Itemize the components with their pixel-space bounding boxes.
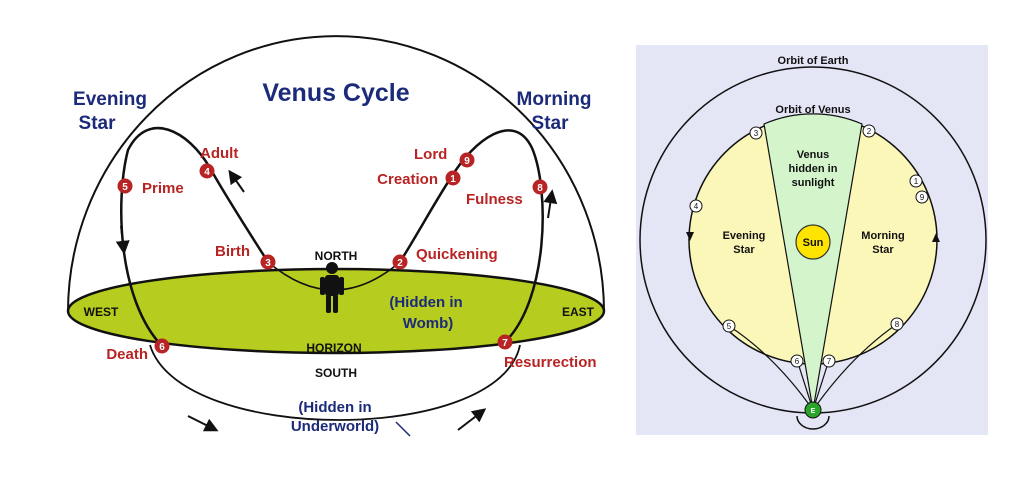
svg-text:8: 8 [537, 183, 543, 194]
stage-label: Creation [377, 171, 438, 188]
orbit-point-5: 5 [722, 319, 736, 333]
svg-text:6: 6 [795, 357, 800, 366]
evening-star-label: Star [79, 113, 117, 134]
evening-star-label: Star [733, 244, 755, 256]
evening-loop [120, 126, 270, 347]
stage-label: Adult [200, 145, 238, 162]
stage-label: Prime [142, 180, 184, 197]
hidden-sunlight-label: hidden in [789, 163, 838, 175]
hidden-underworld-label: (Hidden in [298, 399, 371, 416]
morning-loop [398, 129, 544, 343]
morning-star-label: Morning [861, 230, 904, 242]
sightlines [728, 323, 898, 411]
orbit-point-3: 3 [749, 126, 763, 140]
stage-4: 4 Adult [199, 145, 238, 179]
stage-2: 2 Quickening [392, 246, 498, 270]
arrow-icon [115, 225, 130, 255]
stage-7: 7 Resurrection [497, 334, 597, 371]
stage-label: Birth [215, 243, 250, 260]
orbit-point-1: 1 [909, 174, 923, 188]
orbit-point-8: 8 [890, 317, 904, 331]
stage-3: 3 Birth [215, 243, 276, 270]
stage-8: 8 Fulness [466, 179, 548, 208]
arrow-icon [543, 189, 558, 219]
arrow-icon [932, 233, 940, 242]
hidden-womb-label: (Hidden in [389, 294, 462, 311]
svg-text:5: 5 [727, 322, 732, 331]
svg-text:1: 1 [914, 177, 919, 186]
earth-icon: E [804, 401, 822, 419]
orbit-point-2: 2 [862, 124, 876, 138]
stage-label: Lord [414, 146, 447, 163]
svg-text:4: 4 [204, 167, 210, 178]
horizon-label: HORIZON [306, 341, 361, 355]
stage-label: Resurrection [504, 354, 597, 371]
hidden-womb-label: Womb) [403, 315, 454, 332]
west-label: WEST [84, 305, 119, 319]
svg-text:1: 1 [450, 174, 456, 185]
venus-cycle-diagram: Venus Cycle Evening Star Morning Star NO… [66, 35, 606, 437]
arrow-icon [187, 415, 219, 432]
arrow-icon [686, 232, 694, 241]
person-figure [320, 262, 344, 313]
hidden-sunlight-label: sunlight [792, 177, 835, 189]
orbit-of-venus-label: Orbit of Venus [775, 104, 850, 116]
morning-star-label: Morning [517, 89, 592, 110]
arrow-icon [457, 408, 487, 431]
orbit-point-6: 6 [790, 354, 804, 368]
north-label: NORTH [315, 249, 358, 263]
sun-label: Sun [803, 237, 824, 249]
stage-label: Death [106, 346, 148, 363]
stage-9: 9 Lord [414, 146, 475, 168]
svg-text:3: 3 [265, 258, 271, 269]
svg-text:4: 4 [694, 202, 699, 211]
svg-text:5: 5 [122, 182, 128, 193]
svg-text:7: 7 [827, 357, 832, 366]
orbit-of-earth-label: Orbit of Earth [778, 55, 849, 67]
stage-1: 1 Creation [377, 170, 461, 188]
earth-label: E [811, 408, 816, 415]
sun-icon: Sun [795, 224, 831, 260]
svg-text:8: 8 [895, 320, 900, 329]
underworld-arc [149, 344, 521, 421]
stage-label: Quickening [416, 246, 498, 263]
east-label: EAST [562, 305, 595, 319]
venus-cycle-title: Venus Cycle [262, 79, 409, 107]
earth-shadow [796, 415, 830, 430]
hidden-underworld-label: Underworld) [291, 418, 379, 435]
orbit-point-7: 7 [822, 354, 836, 368]
evening-star-label: Evening [73, 89, 147, 110]
evening-star-label: Evening [723, 230, 766, 242]
morning-star-label: Star [532, 113, 570, 134]
svg-text:2: 2 [397, 258, 403, 269]
stage-5: 5 Prime [117, 178, 184, 197]
underworld-pointer [395, 421, 411, 437]
svg-text:2: 2 [867, 127, 872, 136]
morning-star-label: Star [872, 244, 894, 256]
orbit-point-9: 9 [915, 190, 929, 204]
orbit-point-4: 4 [689, 199, 703, 213]
arrow-icon [228, 169, 245, 193]
svg-text:7: 7 [502, 338, 508, 349]
sunlight-sector [763, 113, 863, 411]
svg-text:9: 9 [920, 193, 925, 202]
orbit-diagram: Sun E Orbit of Earth Orbit of Venus Venu… [636, 45, 988, 435]
south-label: SOUTH [315, 366, 357, 380]
svg-text:9: 9 [464, 156, 470, 167]
svg-text:3: 3 [754, 129, 759, 138]
svg-text:6: 6 [159, 342, 165, 353]
sky-dome [67, 35, 605, 313]
stage-label: Fulness [466, 191, 523, 208]
hidden-sunlight-label: Venus [797, 149, 829, 161]
stage-6: 6 Death [106, 338, 170, 363]
